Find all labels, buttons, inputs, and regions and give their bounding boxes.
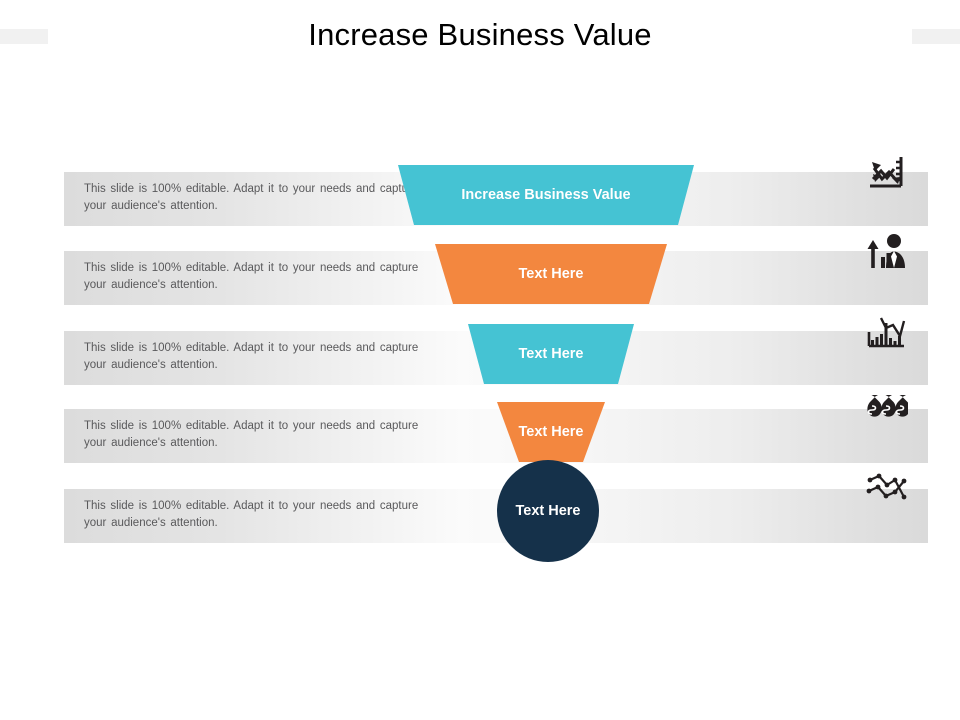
- row-description: This slide is 100% editable. Adapt it to…: [84, 500, 419, 529]
- row-description: This slide is 100% editable. Adapt it to…: [84, 342, 419, 371]
- line-chart-arrow-icon: [864, 151, 910, 193]
- page-title: Increase Business Value: [308, 17, 652, 52]
- funnel-stage-5-label: Text Here: [515, 503, 581, 519]
- row-background-bar: [64, 409, 928, 463]
- funnel-stage-4-shape: [497, 402, 605, 462]
- funnel-stage-1[interactable]: Increase Business Value: [398, 165, 694, 225]
- funnel-stage-1-shape: [398, 165, 694, 225]
- bar-chart-decline-icon: [864, 310, 910, 352]
- funnel-stage-1-label: Increase Business Value: [461, 187, 631, 203]
- businessman-growth-icon: [864, 230, 910, 272]
- money-bags-icon: [864, 388, 910, 430]
- funnel-stage-2-shape: [435, 244, 667, 304]
- funnel-stage-4-label: Text Here: [518, 424, 584, 440]
- crossing-lines-chart-icon: [864, 468, 910, 510]
- funnel-stage-5[interactable]: Text Here: [497, 460, 599, 562]
- funnel-stage-2-label: Text Here: [518, 266, 584, 282]
- funnel-stage-3[interactable]: Text Here: [468, 324, 634, 384]
- row-background-bar: [64, 489, 928, 543]
- funnel-stage-3-shape: [468, 324, 634, 384]
- funnel-stage-3-label: Text Here: [518, 346, 584, 362]
- corner-mark-left: [0, 29, 48, 44]
- row-description: This slide is 100% editable. Adapt it to…: [84, 420, 419, 449]
- funnel-stage-2[interactable]: Text Here: [435, 244, 667, 304]
- row-description: This slide is 100% editable. Adapt it to…: [84, 262, 419, 291]
- row-description: This slide is 100% editable. Adapt it to…: [84, 183, 419, 212]
- funnel-stage-4[interactable]: Text Here: [497, 402, 605, 462]
- corner-mark-right: [912, 29, 960, 44]
